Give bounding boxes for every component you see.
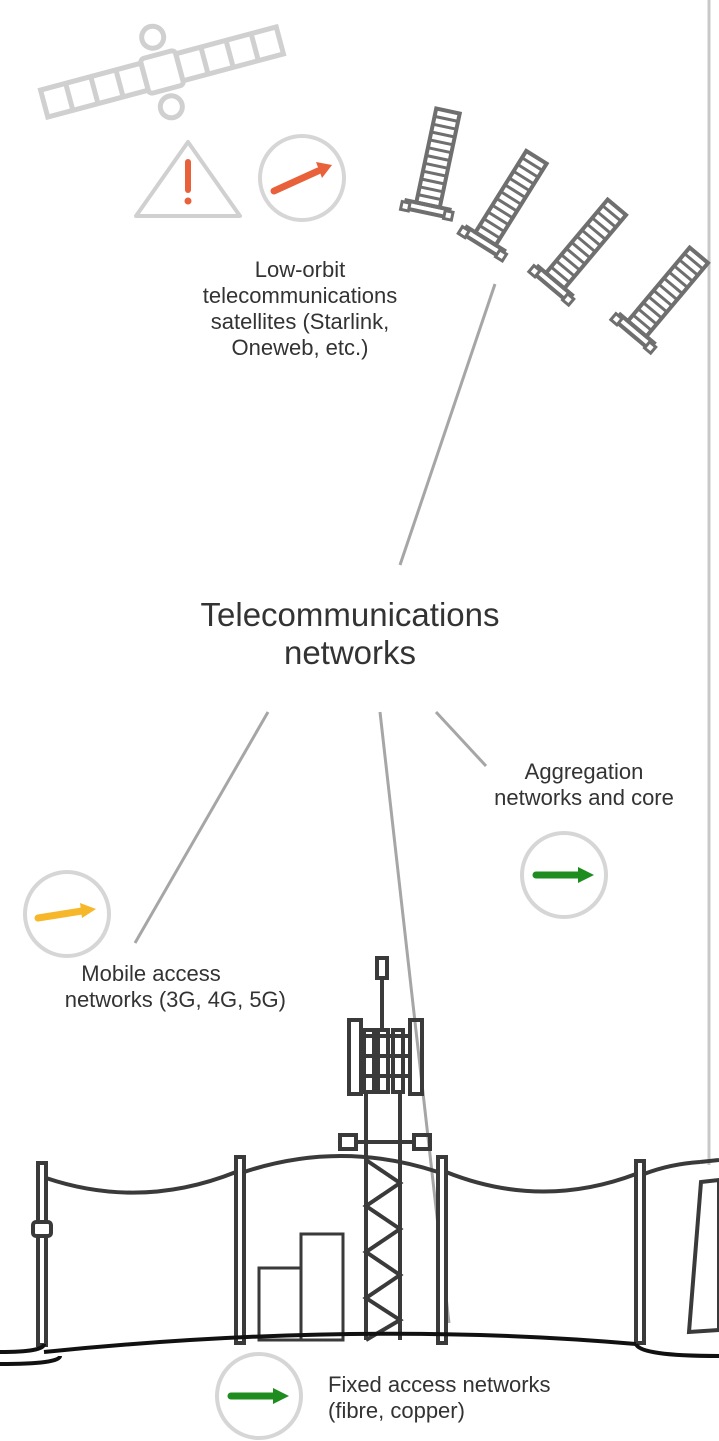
- connector-satellites: [398, 283, 497, 566]
- fixed-trend-indicator: [215, 1352, 303, 1440]
- leo-satellite-icon: [608, 236, 719, 356]
- cell-tower-icon: [338, 956, 432, 1342]
- leo-satellite-icon: [526, 188, 639, 308]
- aggregation-trend-indicator: [520, 831, 608, 919]
- warning-icon: [134, 140, 242, 218]
- leo-satellite-icon: [456, 141, 561, 263]
- buildings-icon: [257, 1232, 345, 1342]
- connector-aggregation: [434, 710, 488, 768]
- connector-mobile: [133, 711, 270, 944]
- geostationary-satellite-icon: [37, 23, 287, 121]
- satellites-label: Low-orbit telecommunications satellites …: [202, 257, 398, 360]
- mobile-label: Mobile access networks (3G, 4G, 5G): [64, 961, 286, 1012]
- ground-line: [0, 1331, 719, 1366]
- satellites-trend-indicator: [258, 134, 346, 222]
- fixed-label: Fixed access networks (fibre, copper): [328, 1372, 551, 1423]
- leo-satellite-icon: [398, 103, 476, 223]
- utility-poles-icon: [31, 1154, 719, 1347]
- page-title: Telecommunications networks: [200, 596, 500, 671]
- mobile-trend-indicator: [23, 870, 111, 958]
- aggregation-label: Aggregation networks and core: [494, 759, 674, 810]
